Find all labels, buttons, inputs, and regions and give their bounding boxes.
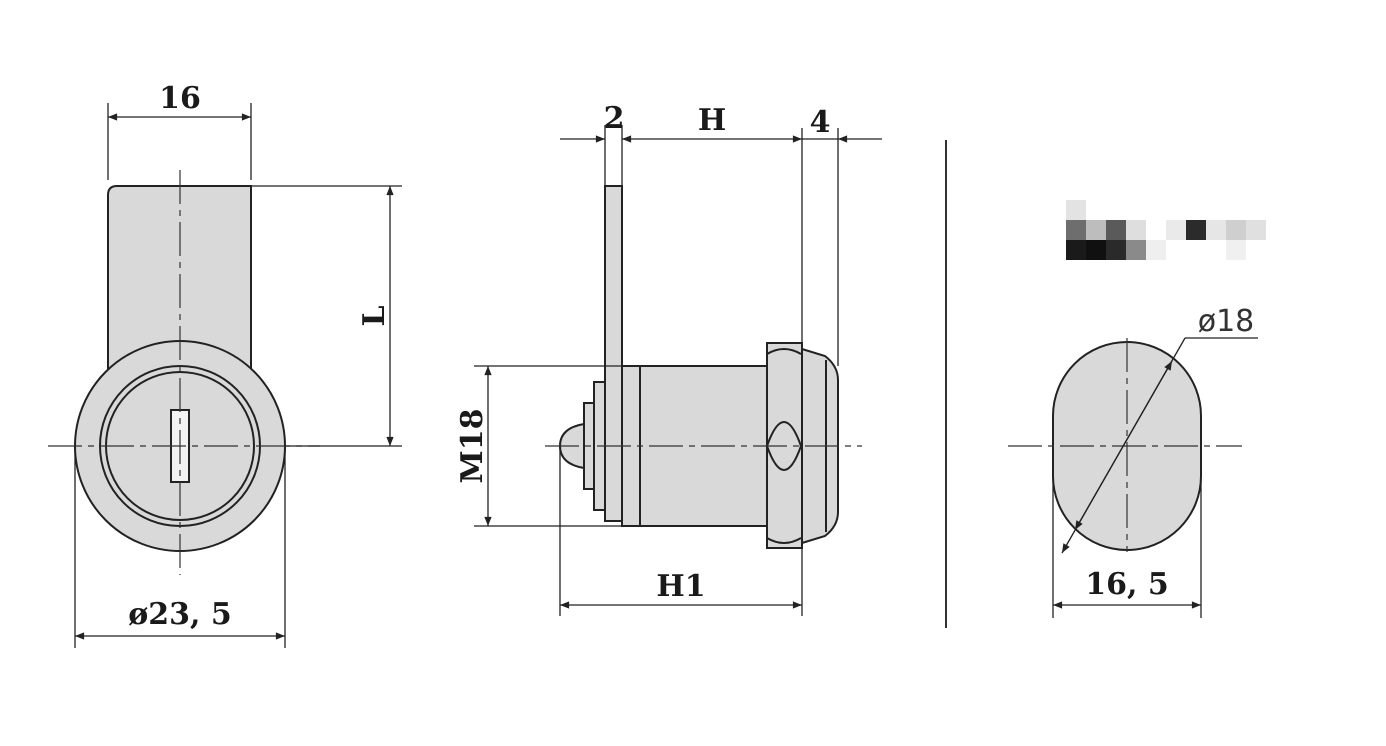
diameter-label: ø23, 5 (128, 597, 232, 632)
hex-nut-facets (766, 348, 802, 544)
front-view: 16 L ø23, 5 (48, 81, 402, 648)
cam-thickness-label: 2 (604, 101, 625, 136)
pixelated-logo (1066, 200, 1266, 260)
side-view: 2 H 4 M18 H1 (455, 101, 882, 616)
flange-label: 4 (810, 105, 831, 140)
width-label: 16 (159, 81, 201, 116)
thread-label: M18 (455, 409, 490, 484)
h1-label: H1 (656, 569, 705, 604)
cam-plate (604, 185, 623, 522)
length-label: L (357, 305, 392, 326)
diameter-18-label: ø18 (1198, 304, 1255, 339)
cutout-view: ø18 16, 5 (1008, 200, 1266, 618)
h-label: H (698, 103, 726, 138)
dim-line-diameter-18 (1074, 360, 1173, 531)
flat-width-label: 16, 5 (1085, 567, 1169, 602)
